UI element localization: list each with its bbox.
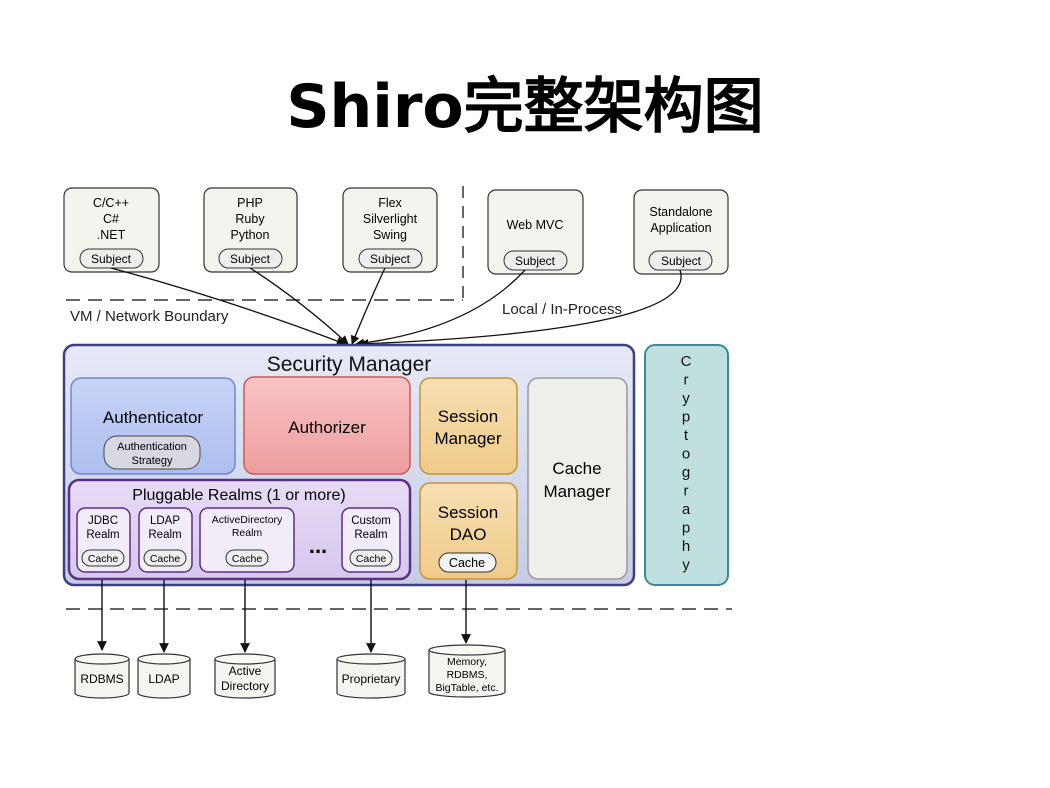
- cache-manager-label: Cache: [552, 459, 601, 478]
- client-label: C#: [103, 212, 119, 226]
- session-dao-label: DAO: [450, 525, 487, 544]
- svg-text:Realm: Realm: [354, 529, 387, 541]
- authenticator-label: Authenticator: [103, 408, 204, 427]
- realm-activedirectory: ActiveDirectory Realm Cache: [199, 507, 295, 573]
- svg-text:JDBC: JDBC: [88, 515, 118, 527]
- client-arrows: [110, 267, 682, 349]
- authorizer-label: Authorizer: [288, 418, 366, 437]
- svg-text:Custom: Custom: [351, 515, 391, 527]
- svg-text:LDAP: LDAP: [150, 515, 180, 527]
- client-label: Silverlight: [363, 212, 418, 226]
- client-standalone: Standalone Application Subject: [633, 189, 729, 275]
- datastore-memory: Memory, RDBMS, BigTable, etc.: [428, 644, 506, 698]
- subject-pill: Subject: [370, 252, 411, 266]
- realm-jdbc: JDBC Realm Cache: [76, 507, 131, 573]
- client-cpp: C/C++ C# .NET Subject: [63, 187, 160, 273]
- svg-text:Memory,: Memory,: [447, 656, 487, 668]
- svg-text:BigTable, etc.: BigTable, etc.: [435, 682, 498, 694]
- svg-text:Realm: Realm: [148, 529, 181, 541]
- session-dao-label: Session: [438, 503, 498, 522]
- subject-pill: Subject: [230, 252, 271, 266]
- authentication-strategy-label: Authentication: [117, 441, 187, 453]
- realm-ldap: LDAP Realm Cache: [138, 507, 193, 573]
- subject-pill: Subject: [515, 254, 556, 268]
- cache-manager-label: Manager: [543, 482, 610, 501]
- datastore-arrows: [97, 580, 471, 653]
- svg-text:Cache: Cache: [150, 553, 181, 565]
- client-label: Application: [650, 221, 711, 235]
- pluggable-realms-label: Pluggable Realms (1 or more): [132, 487, 345, 504]
- authorizer-box: Authorizer: [243, 376, 411, 475]
- session-dao-box: Session DAO Cache: [419, 482, 518, 580]
- authentication-strategy-label: Strategy: [132, 455, 173, 467]
- realm-custom: Custom Realm Cache: [341, 507, 401, 573]
- svg-text:Active: Active: [229, 664, 262, 678]
- datastore-active-directory: Active Directory: [214, 653, 276, 699]
- client-webmvc: Web MVC Subject: [487, 189, 584, 275]
- client-label: Python: [231, 228, 270, 242]
- session-manager-label: Manager: [434, 429, 501, 448]
- svg-text:Realm: Realm: [232, 527, 263, 539]
- svg-text:Cache: Cache: [356, 553, 387, 565]
- svg-text:Directory: Directory: [221, 679, 269, 693]
- client-label: Flex: [378, 196, 402, 210]
- svg-text:RDBMS: RDBMS: [80, 672, 123, 686]
- page-title: Shiro完整架构图: [286, 72, 764, 142]
- svg-text:Cache: Cache: [232, 553, 263, 565]
- cache-manager-box: Cache Manager: [527, 377, 628, 580]
- pluggable-realms-box: Pluggable Realms (1 or more) JDBC Realm …: [67, 478, 412, 581]
- client-label: Ruby: [235, 212, 265, 226]
- datastore-ldap: LDAP: [137, 653, 191, 699]
- svg-text:LDAP: LDAP: [148, 672, 179, 686]
- svg-text:Realm: Realm: [86, 529, 119, 541]
- security-manager-label: Security Manager: [267, 353, 432, 376]
- realms-ellipsis: ...: [309, 533, 327, 558]
- client-label: C/C++: [93, 196, 129, 210]
- datastore-rdbms: RDBMS: [74, 653, 130, 699]
- datastore-proprietary: Proprietary: [336, 653, 406, 699]
- client-flex: Flex Silverlight Swing Subject: [342, 187, 438, 273]
- subject-pill: Subject: [91, 252, 132, 266]
- svg-text:Cache: Cache: [88, 553, 119, 565]
- svg-text:RDBMS,: RDBMS,: [447, 669, 488, 681]
- vm-network-boundary-label: VM / Network Boundary: [70, 308, 229, 325]
- client-label: Standalone: [649, 205, 712, 219]
- cache-pill: Cache: [449, 556, 485, 570]
- client-label: Swing: [373, 228, 407, 242]
- client-label: Web MVC: [507, 218, 564, 232]
- svg-text:Proprietary: Proprietary: [342, 672, 401, 686]
- client-label: PHP: [237, 196, 263, 210]
- session-manager-label: Session: [438, 407, 498, 426]
- local-in-process-label: Local / In-Process: [502, 301, 622, 318]
- authenticator-box: Authenticator Authentication Strategy: [70, 377, 236, 475]
- client-php: PHP Ruby Python Subject: [203, 187, 298, 273]
- subject-pill: Subject: [661, 254, 702, 268]
- svg-text:ActiveDirectory: ActiveDirectory: [212, 514, 283, 526]
- client-label: .NET: [97, 228, 126, 242]
- session-manager-box: Session Manager: [419, 377, 518, 475]
